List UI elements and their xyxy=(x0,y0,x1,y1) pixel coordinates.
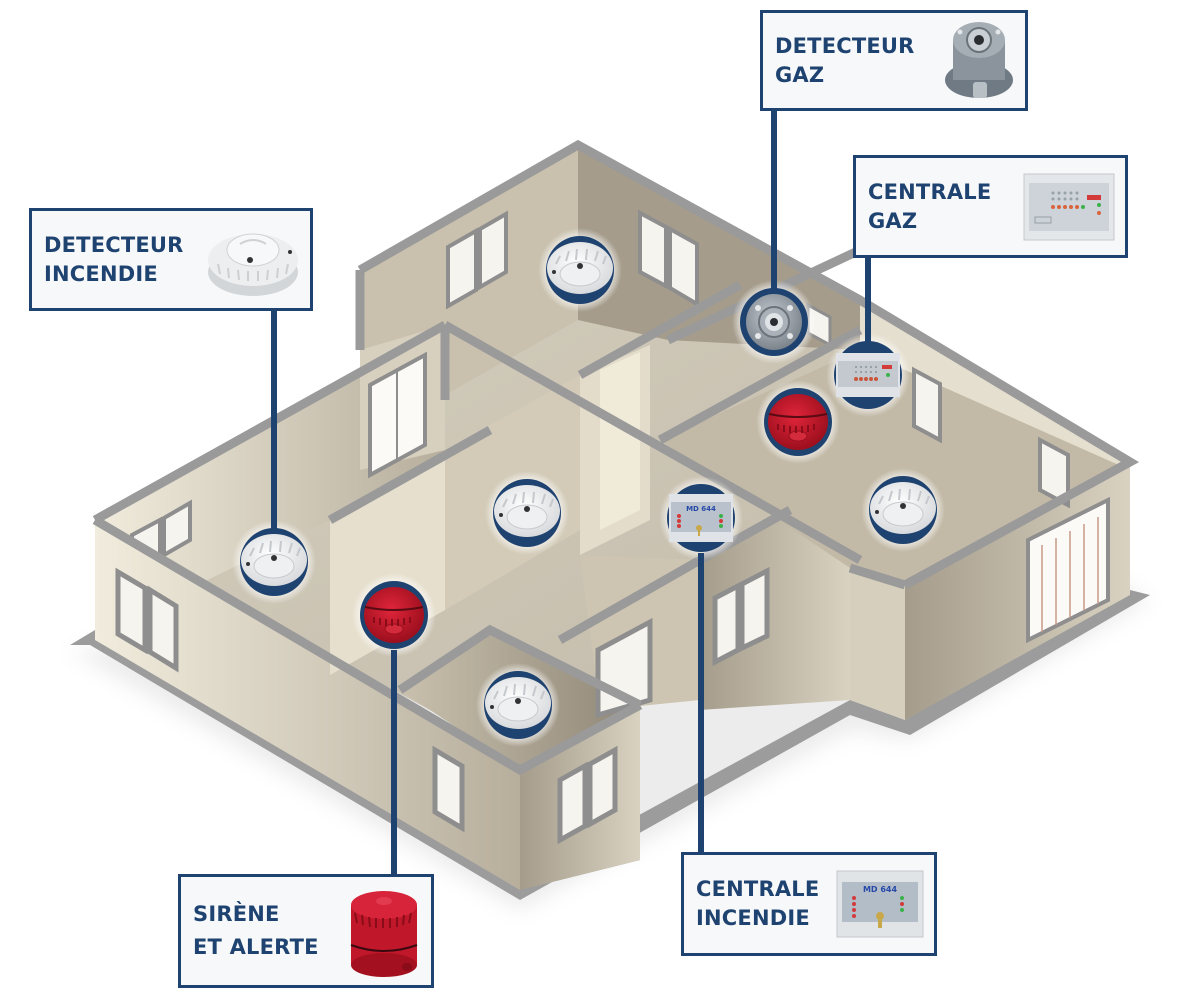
callout-label: CENTRALE GAZ xyxy=(868,179,992,233)
connector-fire-control-panel xyxy=(698,553,704,853)
callout-detecteur-gaz: DETECTEUR GAZ xyxy=(760,10,1028,111)
callout-detecteur-incendie: DETECTEUR INCENDIE xyxy=(29,208,313,311)
gas-detector-icon xyxy=(945,21,1013,98)
fire-detector-icon xyxy=(208,233,298,296)
connector-fire-detector xyxy=(271,310,277,530)
callout-label: DETECTEUR GAZ xyxy=(775,33,915,87)
marker-gas-control-panel xyxy=(826,333,910,417)
gas-control-panel-icon xyxy=(1023,173,1115,240)
callout-label: SIRÈNE ET ALERTE xyxy=(193,902,319,959)
marker-siren-left-room xyxy=(351,572,437,658)
callout-centrale-gaz: CENTRALE GAZ xyxy=(853,155,1128,258)
wall-tops xyxy=(92,139,1140,776)
callout-label: DETECTEUR INCENDIE xyxy=(44,232,184,286)
connector-gas-detector xyxy=(771,110,777,290)
marker-fire-detector-left-room xyxy=(231,519,317,605)
marker-gas-detector xyxy=(731,279,817,365)
connector-siren xyxy=(391,650,397,876)
fire-control-panel-icon: MD 644 xyxy=(836,870,924,938)
callout-sirene-alerte: SIRÈNE ET ALERTE xyxy=(178,874,434,988)
marker-fire-detector-right-room xyxy=(860,467,946,553)
panel-model-label: MD 644 xyxy=(863,885,898,894)
front-wall-left xyxy=(95,520,520,890)
marker-fire-detector-top-room xyxy=(537,227,623,313)
siren-icon xyxy=(350,891,418,977)
marker-fire-control-panel xyxy=(659,476,743,560)
callout-centrale-incendie: CENTRALE INCENDIE MD 644 xyxy=(681,852,937,956)
marker-fire-detector-living-room xyxy=(484,470,570,556)
connector-gas-control-panel xyxy=(865,257,871,343)
marker-fire-detector-bathroom xyxy=(475,662,561,748)
garage-door xyxy=(1026,496,1110,644)
marker-siren-hall xyxy=(755,379,841,465)
window xyxy=(446,209,699,310)
callout-label: CENTRALE INCENDIE xyxy=(696,877,820,930)
